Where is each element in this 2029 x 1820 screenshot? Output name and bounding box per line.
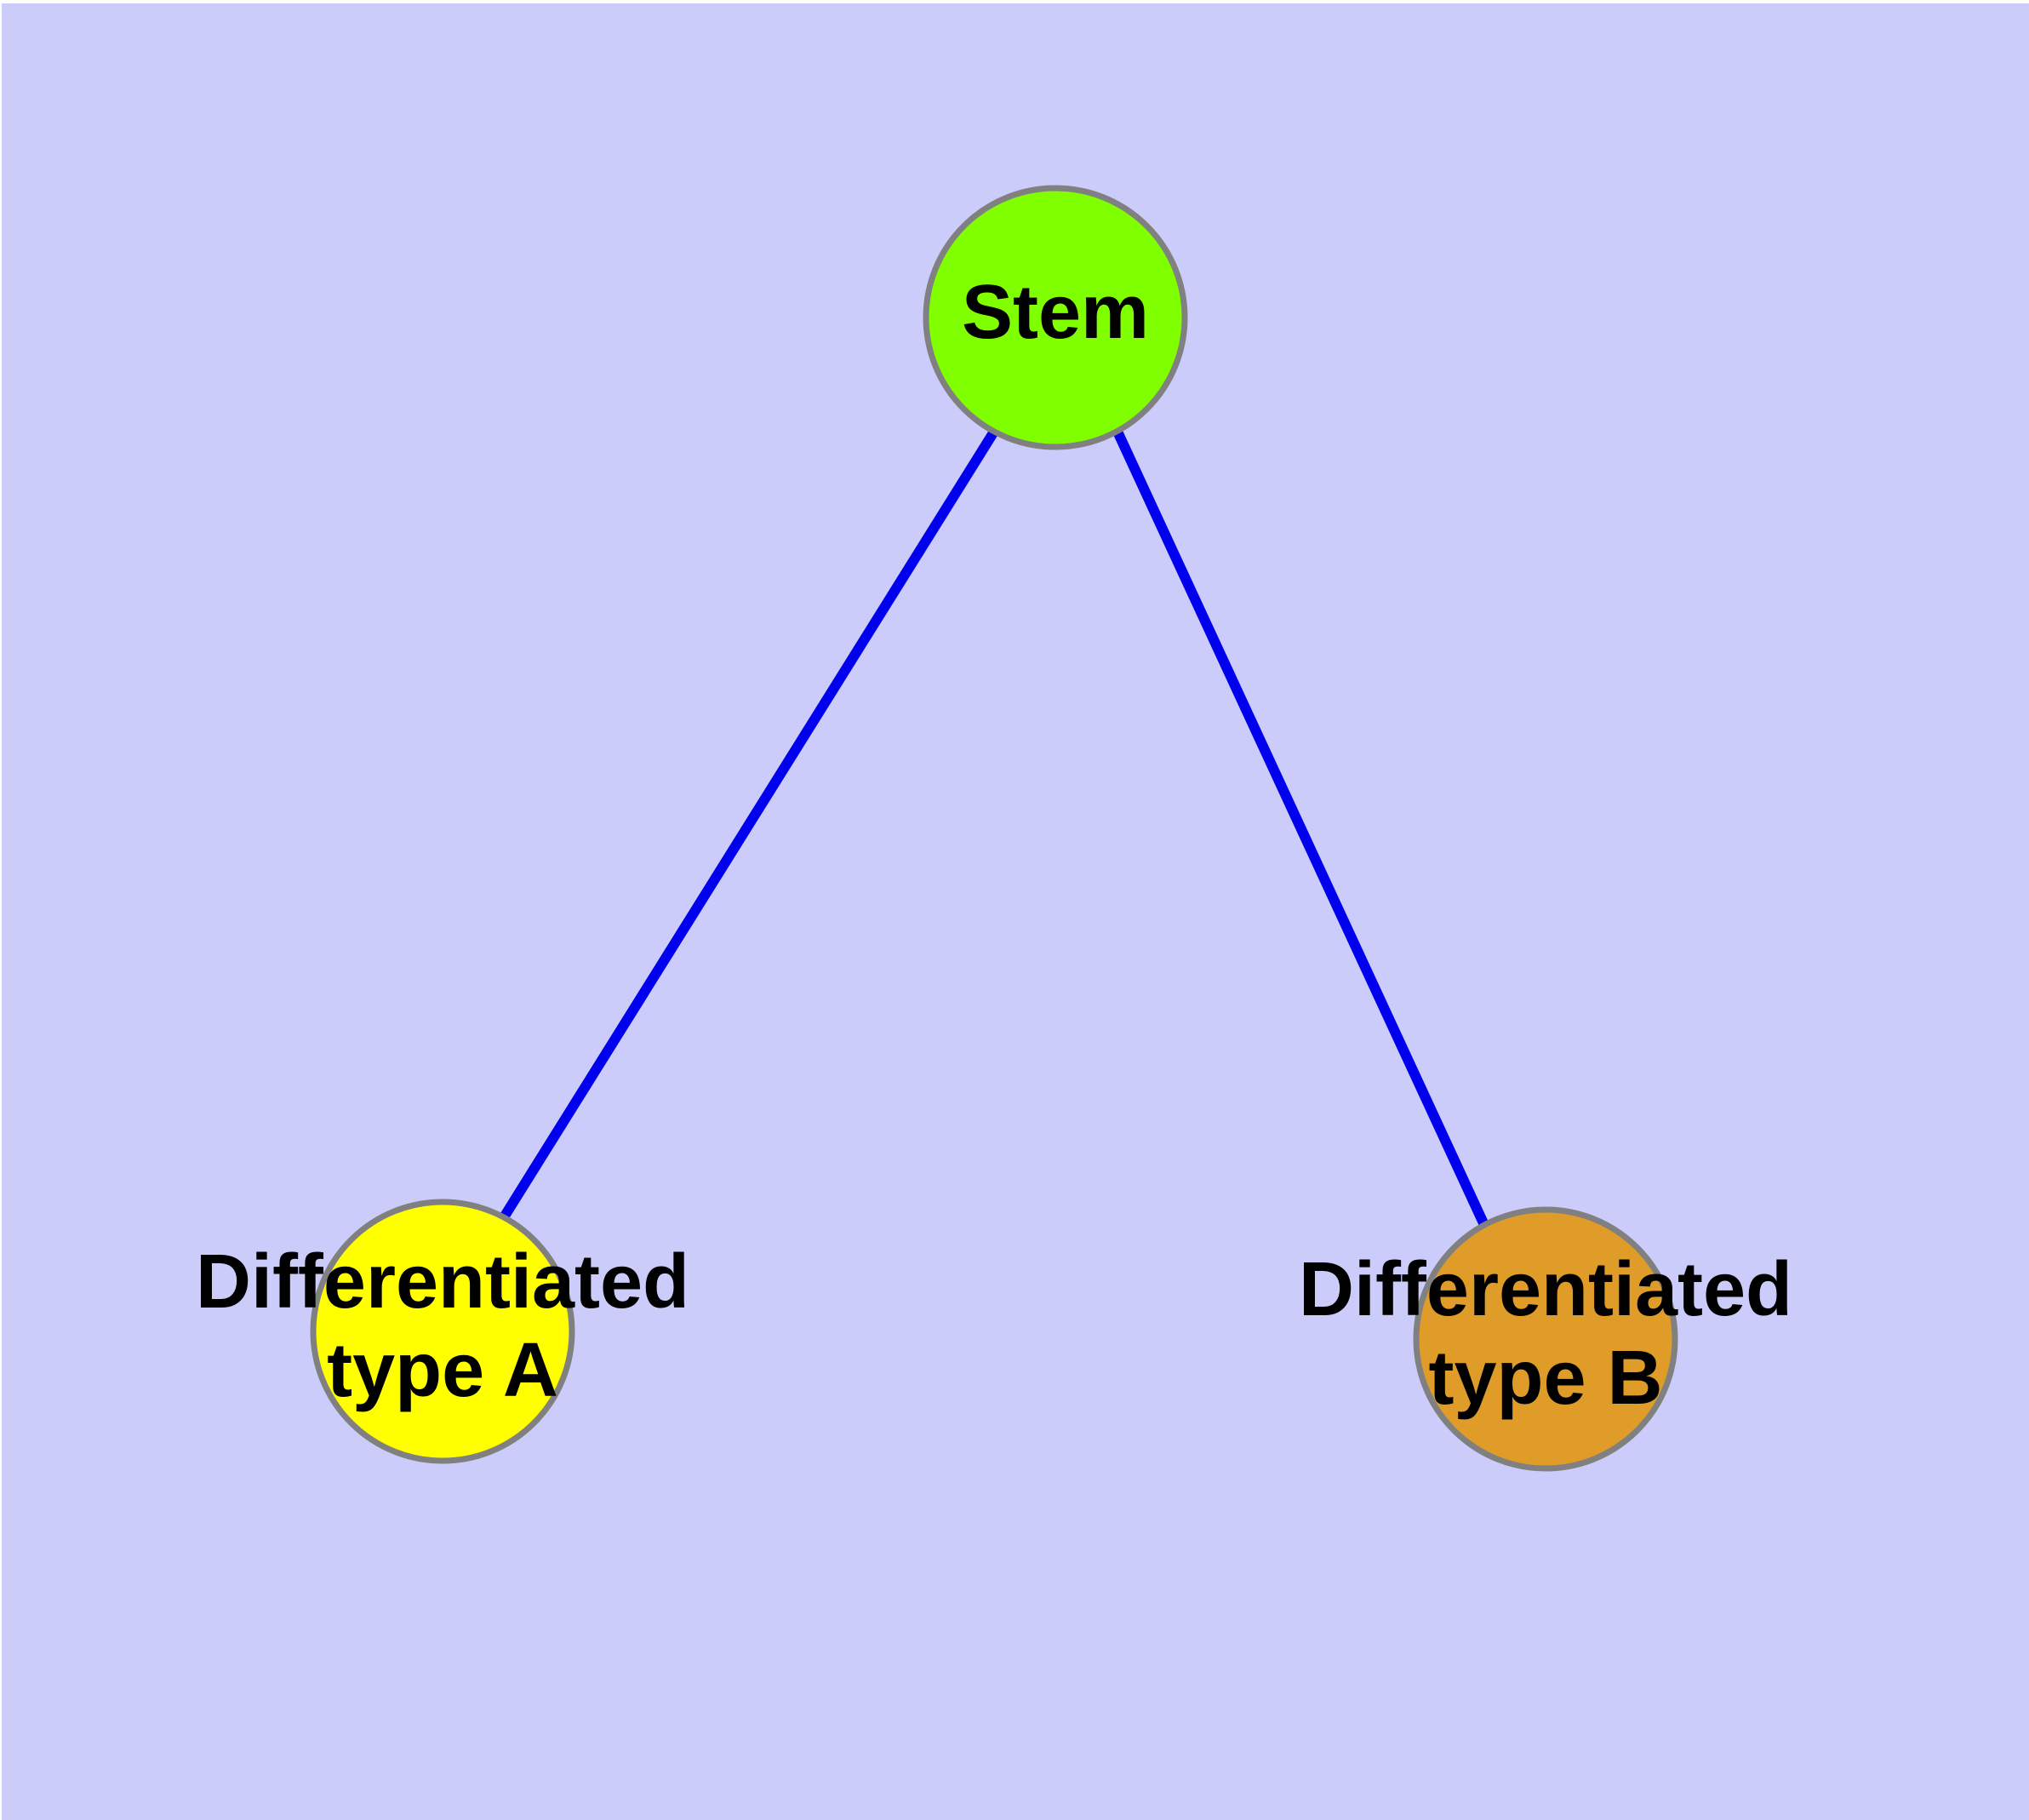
node-stem[interactable]: Stem — [923, 185, 1188, 450]
node-circle-type_a[interactable] — [310, 1199, 575, 1464]
node-label-line: Differentiated — [1299, 1247, 1792, 1332]
node-label-stem: Stem — [962, 270, 1149, 355]
node-label-line: Differentiated — [196, 1239, 689, 1325]
edge-stem-to-type-b[interactable] — [1112, 429, 1489, 1228]
node-label-line: Stem — [962, 270, 1149, 355]
edge-stem-to-type-a[interactable] — [499, 428, 999, 1221]
node-label-line: type A — [327, 1328, 558, 1413]
node-circle-stem[interactable] — [923, 185, 1188, 450]
node-label-line: type B — [1428, 1336, 1662, 1421]
node-circle-type_b[interactable] — [1413, 1206, 1678, 1472]
edges-layer — [499, 428, 1489, 1228]
